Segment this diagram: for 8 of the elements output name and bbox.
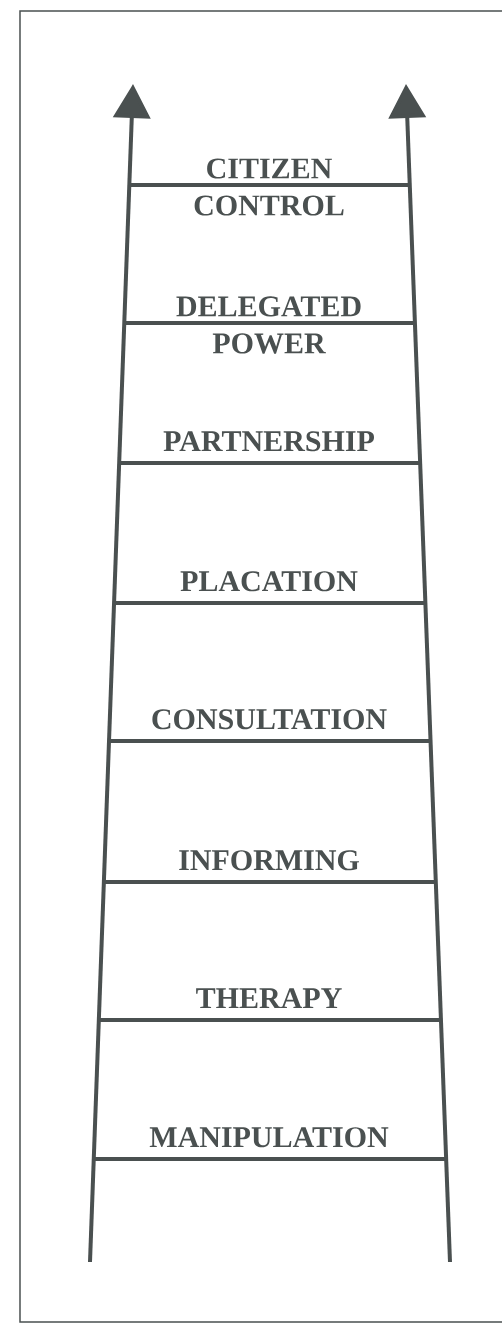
rung-label: DELEGATED POWER [176, 296, 361, 354]
rung-label: MANIPULATION [149, 1127, 389, 1148]
rung-label: PARTNERSHIP [163, 431, 374, 452]
rung-label: PLACATION [180, 571, 358, 592]
rung-label: INFORMING [179, 850, 359, 871]
rung-label: CONSULTATION [152, 709, 387, 730]
rung-label: THERAPY [196, 988, 342, 1008]
rung-label: CITIZEN CONTROL [194, 158, 344, 216]
